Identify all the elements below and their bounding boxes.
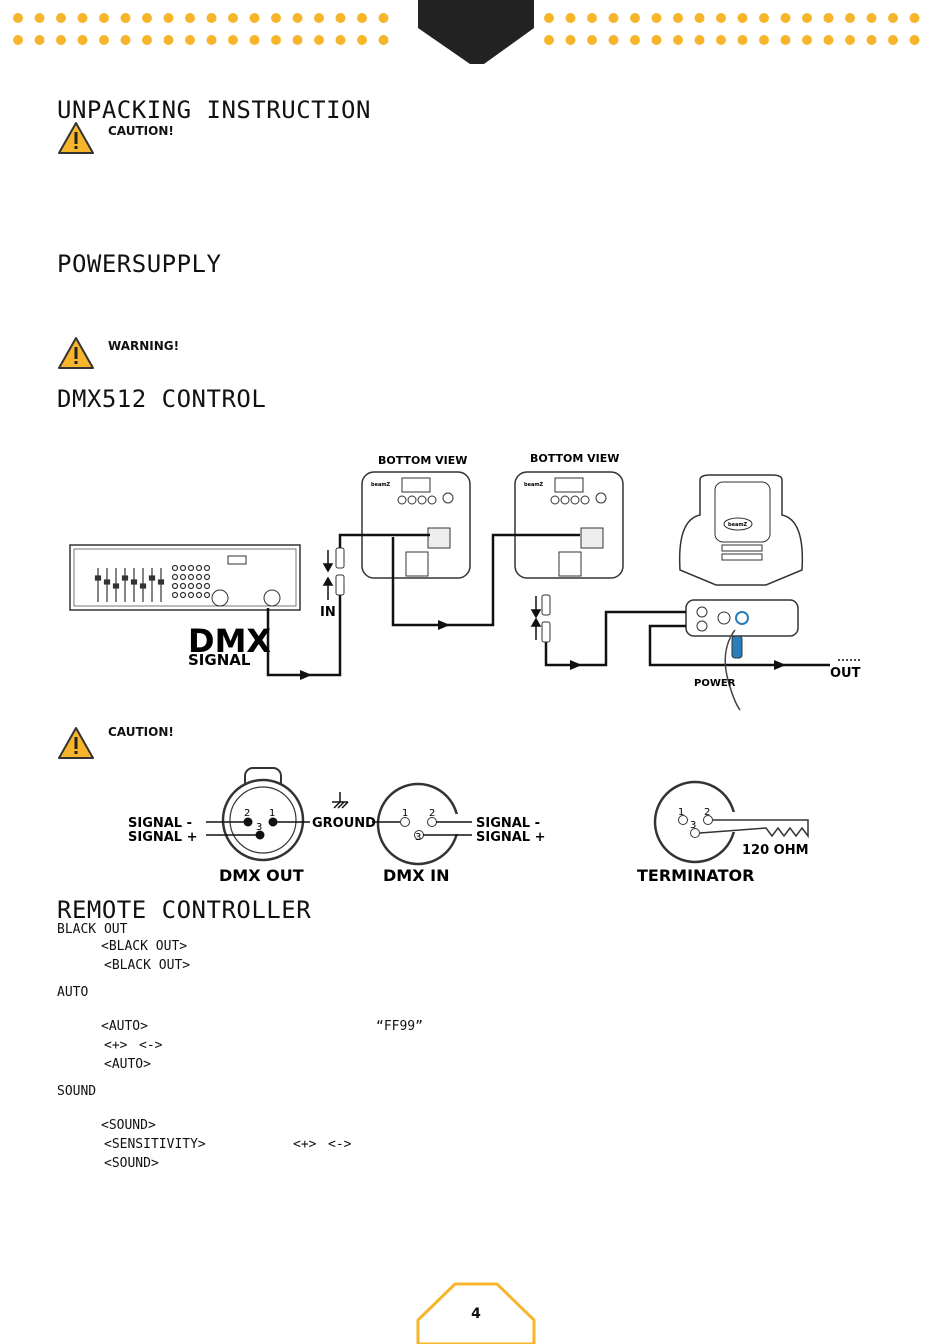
page-number-badge (416, 1282, 536, 1344)
signal-minus-right: SIGNAL - (476, 816, 540, 831)
caution-icon (58, 122, 94, 154)
svg-text:3: 3 (256, 822, 262, 833)
auto-minus: <-> (139, 1038, 163, 1053)
auto-line-1: <AUTO> (101, 1019, 148, 1034)
ohm-label: 120 OHM (742, 843, 809, 858)
svg-text:2: 2 (704, 807, 710, 818)
sound-plus: <+> (293, 1137, 317, 1152)
bottom-view-label-1: BOTTOM VIEW (378, 454, 467, 467)
sound-minus: <-> (328, 1137, 352, 1152)
in-arrows (322, 550, 542, 640)
bottom-view-label-2: BOTTOM VIEW (530, 452, 619, 465)
svg-text:1: 1 (402, 808, 408, 819)
sound-title: SOUND (57, 1084, 97, 1099)
auto-title: AUTO (57, 985, 89, 1000)
black-out-title: BLACK OUT (57, 922, 128, 937)
xlr-pinout-diagram: 2 1 3 1 2 3 1 2 3 SIGNAL - SIGNAL + (128, 767, 809, 885)
section-title-remote: REMOTE CONTROLLER (57, 896, 312, 924)
fixture-bottom-view-1: beamZ (361, 471, 471, 579)
dmx-in-label: DMX IN (383, 866, 449, 885)
sound-line-3: <SOUND> (104, 1156, 159, 1171)
brand-text-2: beamZ (524, 482, 544, 488)
ground-label: GROUND (312, 816, 376, 831)
out-label: OUT (830, 666, 861, 681)
top-tab-shape (418, 0, 534, 64)
svg-text:2: 2 (429, 808, 435, 819)
section-title-dmx: DMX512 CONTROL (57, 385, 267, 413)
section-title-unpacking: UNPACKING INSTRUCTION (57, 96, 371, 124)
dmx-in-connector: 1 2 3 (376, 782, 462, 866)
black-out-line-1: <BLACK OUT> (101, 939, 188, 954)
signal-plus-right: SIGNAL + (476, 830, 546, 845)
auto-line-3: <AUTO> (104, 1057, 151, 1072)
power-label: POWER (694, 678, 736, 689)
sound-line-1: <SOUND> (101, 1118, 156, 1133)
caution-label: CAUTION! (108, 124, 174, 138)
in-label: IN (320, 605, 336, 620)
black-out-line-2: <BLACK OUT> (104, 958, 191, 973)
caution-icon-2 (58, 727, 94, 759)
section-title-powersupply: POWERSUPPLY (57, 250, 222, 278)
dmx-big-label: DMX (188, 622, 271, 660)
brand-text-1: beamZ (371, 482, 391, 488)
dmx-out-connector: 2 1 3 (221, 767, 305, 862)
sensitivity-line: <SENSITIVITY> (104, 1137, 206, 1152)
page-number: 4 (471, 1306, 481, 1322)
svg-text:2: 2 (244, 808, 250, 819)
auto-code: “FF99” (376, 1019, 423, 1034)
signal-label: SIGNAL (188, 651, 251, 669)
signal-arrows (300, 620, 786, 680)
svg-text:1: 1 (269, 808, 275, 819)
moving-head-fixture: beamZ (678, 474, 804, 637)
signal-minus-left: SIGNAL - (128, 816, 192, 831)
auto-plus: <+> (104, 1038, 128, 1053)
svg-text:1: 1 (678, 807, 684, 818)
signal-plus-left: SIGNAL + (128, 830, 198, 845)
top-dot-banner (13, 0, 920, 64)
dmx-controller (69, 544, 301, 611)
warning-icon (58, 337, 94, 369)
power-cable (724, 629, 741, 711)
resistor-symbol (699, 819, 809, 839)
brand-text-3: beamZ (728, 522, 748, 528)
dmx-wiring-diagram: beamZ beamZ BOTTOM VIEW BOTTOM VIEW beam… (69, 452, 861, 711)
fixture-bottom-view-2: beamZ (514, 471, 624, 579)
pin-wires (206, 792, 472, 836)
svg-text:3: 3 (690, 820, 696, 831)
dmx-out-label: DMX OUT (219, 866, 304, 885)
warning-label: WARNING! (108, 339, 180, 353)
power-plug-icon (731, 635, 743, 659)
svg-text:3: 3 (415, 832, 421, 843)
terminator-label: TERMINATOR (637, 866, 754, 885)
caution-label-2: CAUTION! (108, 725, 174, 739)
terminator-connector: 1 2 3 (653, 780, 809, 864)
